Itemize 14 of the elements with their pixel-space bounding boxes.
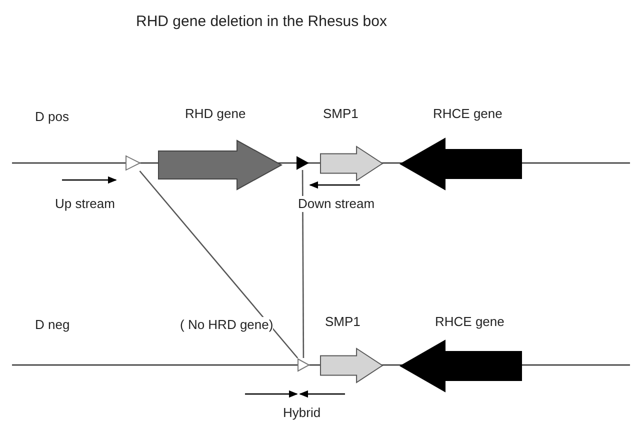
annotation-label: D neg (35, 317, 70, 333)
annotation-label: ( No HRD gene) (180, 317, 274, 333)
annotation-label: Hybrid (283, 405, 321, 421)
annotation-label: D pos (35, 109, 69, 125)
connector-line (139, 170, 298, 358)
gene-label: SMP1 (323, 106, 358, 122)
diagram-title: RHD gene deletion in the Rhesus box (136, 14, 387, 30)
connector-line (302, 170, 304, 358)
gene-label: RHD gene (185, 106, 246, 122)
annotation-label: Up stream (55, 196, 115, 212)
gene-label: SMP1 (325, 314, 360, 330)
gene-label: RHCE gene (433, 106, 502, 122)
gene-label: RHCE gene (435, 314, 504, 330)
annotation-label: Down stream (298, 196, 375, 212)
